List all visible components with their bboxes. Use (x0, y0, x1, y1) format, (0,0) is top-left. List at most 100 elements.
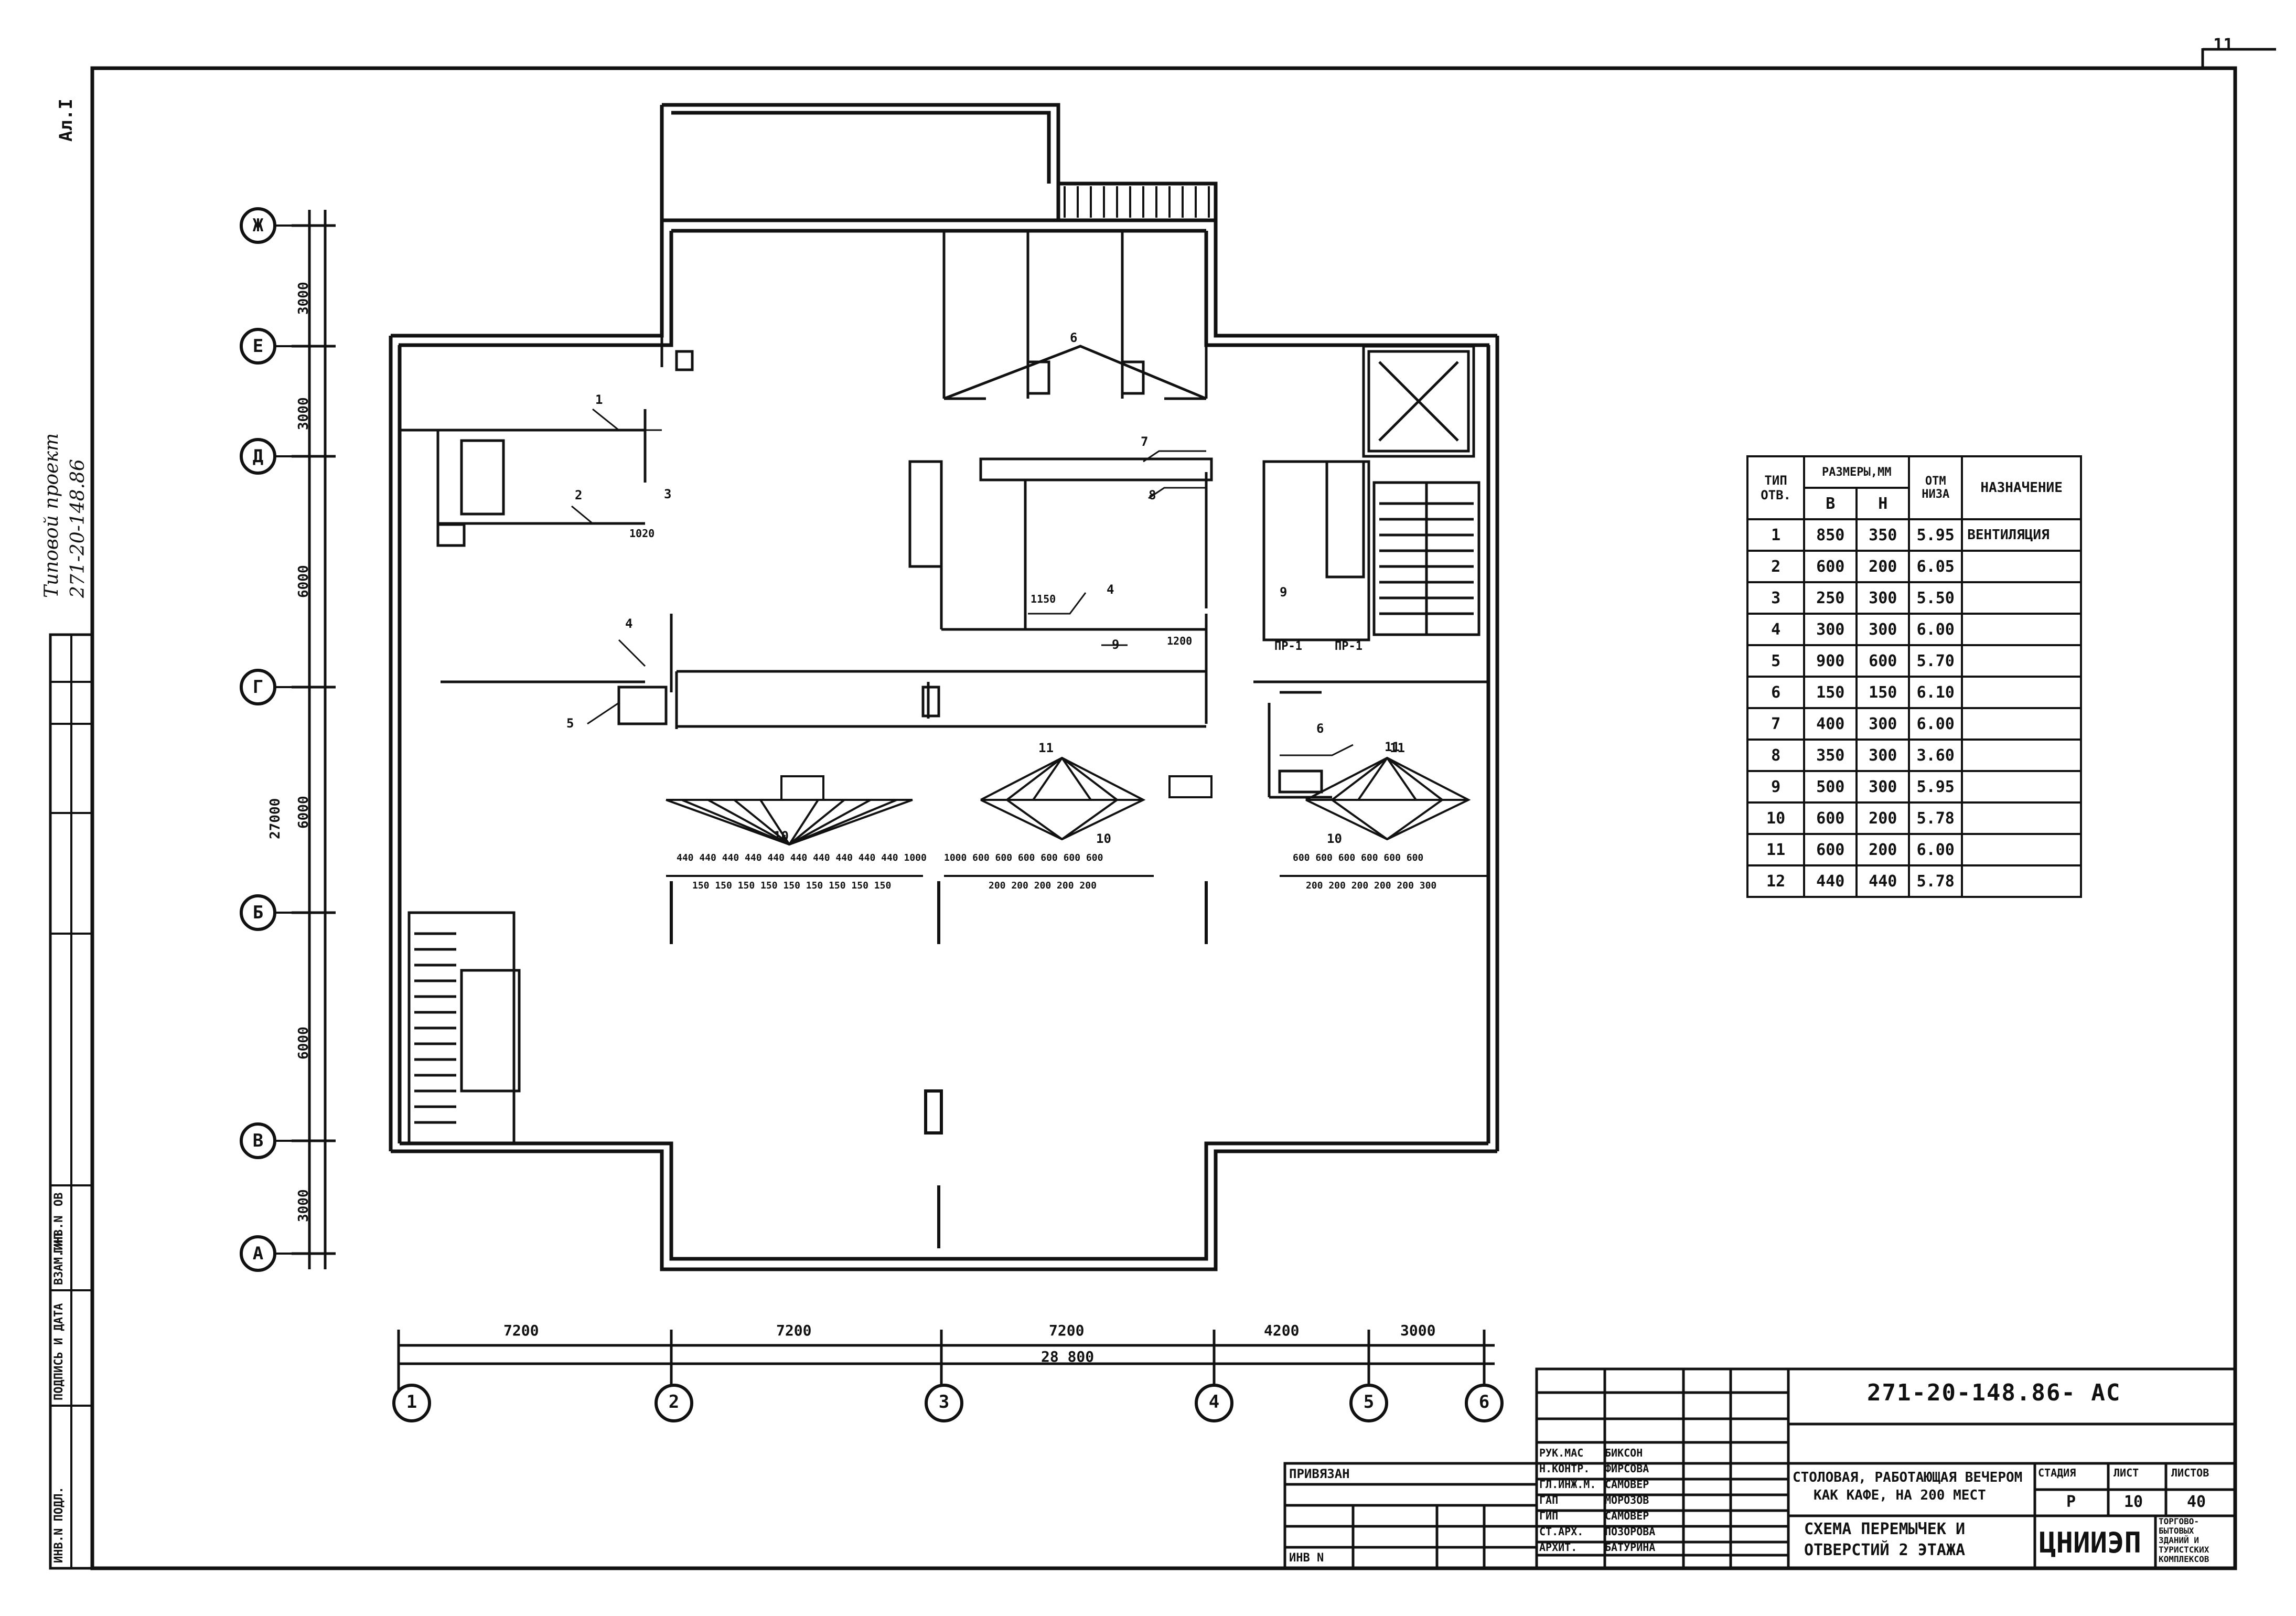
dim-v-total: 27000 (267, 798, 283, 839)
staff-row: ГЛ.ИНЖ.М. САМОВЕР (1539, 1476, 1686, 1492)
mark-label: 10 (774, 829, 789, 843)
staff-name: САМОВЕР (1605, 1510, 1649, 1522)
fan-dims-bottom: 200 200 200 200 200 300 (1306, 880, 1437, 891)
grid-row-label: Е (252, 336, 264, 357)
project-stamp-line1: Типовой проект (41, 433, 62, 598)
stage-label: СТАДИЯ (2038, 1467, 2076, 1479)
door-label: ПР-1 (1274, 640, 1302, 653)
org-sub-line: ТОРГОВО- (2159, 1516, 2200, 1526)
staff-row: АРХИТ. БАТУРИНА (1539, 1539, 1686, 1555)
mark-label: 11 (1038, 741, 1054, 755)
grid-row-label: Б (252, 902, 264, 923)
staff-role: ГАП (1539, 1494, 1559, 1506)
dim-v: 6000 (296, 796, 312, 829)
staff-role: ГЛ.ИНЖ.М. (1539, 1478, 1596, 1491)
page-number: 11 (2213, 35, 2234, 55)
grid-bubble-2 (655, 1384, 693, 1422)
grid-col-label: 5 (1363, 1392, 1375, 1412)
grid-row-label: В (252, 1130, 264, 1151)
cell-b: 900 (1803, 644, 1858, 678)
cell-type: 10 (1746, 801, 1806, 835)
staff-role: Н.КОНТР. (1539, 1462, 1590, 1475)
org-sub-line: ТУРИСТСКИХ (2159, 1545, 2209, 1555)
mark-label: 2 (575, 488, 583, 502)
plan-dim: 1200 (1167, 635, 1193, 647)
grid-bubble-g (240, 669, 276, 705)
grid-bubble-4 (1195, 1384, 1233, 1422)
cell-b: 600 (1803, 801, 1858, 835)
cell-purpose (1961, 739, 2082, 772)
mark-label: 5 (566, 716, 574, 731)
dim-h: 7200 (1049, 1322, 1085, 1339)
fan-dims-bottom: 150 150 150 150 150 150 150 150 150 (692, 880, 892, 891)
dim-v: 6000 (296, 565, 312, 598)
cell-level: 5.95 (1908, 770, 1964, 804)
staff-role: АРХИТ. (1539, 1541, 1578, 1554)
cell-level: 5.78 (1908, 801, 1964, 835)
th-b: В (1803, 487, 1858, 520)
mark-label: 11 (1390, 741, 1405, 755)
dim-v: 6000 (296, 1026, 312, 1060)
cell-purpose (1961, 550, 2082, 583)
mark-label: 7 (1141, 434, 1149, 449)
door-label: ПР-1 (1335, 640, 1362, 653)
staff-row: СТ.АРХ.ПОЗОРОВА (1539, 1524, 1686, 1539)
cell-b: 500 (1803, 770, 1858, 804)
staff-role: СТ.АРХ. (1539, 1525, 1584, 1538)
staff-row: ГИП САМОВЕР (1539, 1508, 1686, 1524)
sheet-value: 10 (2124, 1493, 2143, 1511)
object-name: СТОЛОВАЯ, РАБОТАЮЩАЯ ВЕЧЕРОМ КАК КАФЕ, Н… (1793, 1469, 2022, 1504)
object-name-line2: КАК КАФЕ, НА 200 МЕСТ (1814, 1487, 1986, 1503)
mark-label: 4 (1107, 582, 1114, 597)
grid-col-label: 3 (938, 1392, 950, 1412)
grid-col-label: 6 (1478, 1392, 1490, 1412)
grid-col-label: 2 (668, 1392, 680, 1412)
grid-bubble-3 (925, 1384, 963, 1422)
privyazan-label: ПРИВЯЗАН (1289, 1467, 1350, 1481)
strip-sign: ПОДПИСЬ И ДАТА (52, 1303, 66, 1400)
cell-b: 150 (1803, 676, 1858, 709)
mark-label: 1 (595, 392, 603, 407)
sheets-label: ЛИСТОВ (2171, 1467, 2209, 1479)
dim-h-total: 28 800 (1041, 1348, 1095, 1365)
grid-bubble-v (240, 1122, 276, 1159)
th-level: ОТМ НИЗА (1908, 455, 1964, 520)
openings-table: ТИП ОТВ. РАЗМЕРЫ,ММ ОТМ НИЗА НАЗНАЧЕНИЕ … (1746, 455, 2082, 898)
fan-dims-top: 1000 600 600 600 600 600 600 (944, 852, 1103, 863)
mark-label: 8 (1149, 488, 1156, 502)
plan-dim: 1020 (629, 527, 655, 540)
cell-type: 11 (1746, 833, 1806, 866)
cell-type: 1 (1746, 518, 1806, 552)
cell-level: 6.00 (1908, 707, 1964, 741)
staff-role: ГИП (1539, 1510, 1559, 1522)
org-sub-line: КОМПЛЕКСОВ (2159, 1554, 2209, 1564)
cell-level: 6.00 (1908, 833, 1964, 866)
cell-b: 600 (1803, 833, 1858, 866)
cell-level: 3.60 (1908, 739, 1964, 772)
sheets-value: 40 (2187, 1493, 2206, 1511)
grid-bubble-b (240, 894, 276, 931)
staff-name: БАТУРИНА (1605, 1541, 1656, 1554)
grid-row-label: Д (252, 446, 264, 467)
grid-bubble-5 (1349, 1384, 1388, 1422)
strip-gip: ГИП (52, 1233, 66, 1254)
cell-purpose (1961, 644, 2082, 678)
plan-dim: 1150 (1031, 593, 1056, 605)
org-sub-line: ЗДАНИЙ И (2159, 1535, 2200, 1545)
cell-type: 2 (1746, 550, 1806, 583)
cell-purpose (1961, 770, 2082, 804)
cell-level: 5.70 (1908, 644, 1964, 678)
mark-label: 3 (664, 487, 672, 501)
cell-purpose: ВЕНТИЛЯЦИЯ (1961, 518, 2082, 552)
staff-name: САМОВЕР (1605, 1478, 1649, 1491)
cell-level: 6.00 (1908, 613, 1964, 646)
